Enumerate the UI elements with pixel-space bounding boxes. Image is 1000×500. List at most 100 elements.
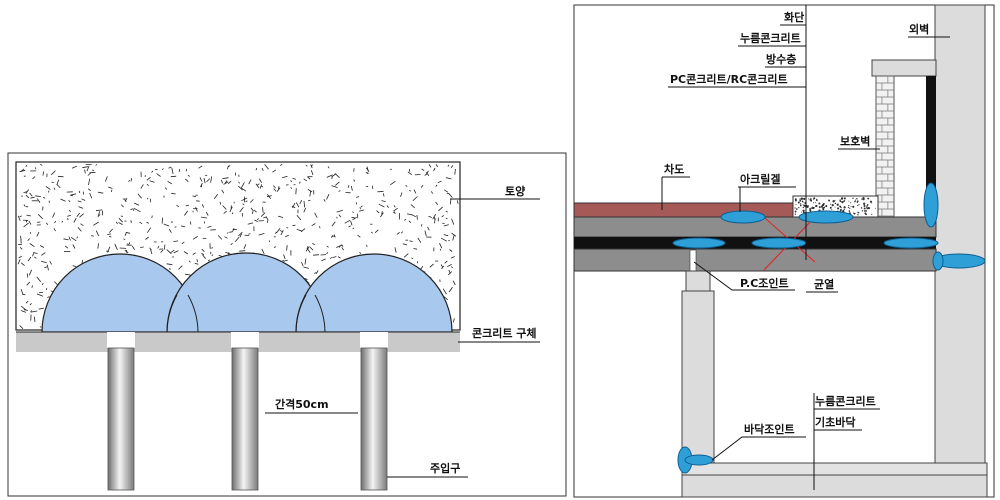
crack-label: 균열: [814, 278, 834, 291]
soil-speckle: [239, 250, 246, 252]
soil-speckle: [150, 248, 153, 255]
pc-joint-leader: [693, 261, 795, 291]
soil-speckle: [408, 220, 412, 223]
soil-speckle: [205, 174, 208, 176]
gravel-dot: [847, 206, 849, 209]
soil-speckle: [57, 175, 64, 178]
soil-speckle: [225, 252, 231, 255]
soil-speckle: [450, 165, 454, 168]
gravel-dot: [818, 202, 821, 205]
soil-speckle: [409, 189, 412, 192]
soil-speckle: [402, 243, 408, 246]
soil-speckle: [281, 175, 288, 179]
soil-speckle: [91, 235, 94, 237]
soil-speckle: [257, 183, 260, 186]
column-cap: [685, 270, 711, 292]
soil-speckle: [230, 242, 233, 246]
soil-speckle: [292, 202, 296, 208]
soil-speckle: [407, 171, 413, 176]
gravel-dot: [841, 199, 842, 200]
gravel-dot: [813, 202, 815, 204]
soil-speckle: [303, 178, 308, 182]
soil-speckle: [428, 215, 432, 218]
soil-speckle: [37, 214, 43, 220]
soil-speckle: [280, 230, 284, 236]
soil-speckle: [202, 254, 206, 259]
soil-speckle: [310, 164, 313, 169]
soil-speckle: [89, 192, 93, 199]
soil-speckle: [125, 198, 128, 201]
soil-speckle: [393, 211, 396, 213]
soil-speckle: [45, 186, 51, 190]
soil-speckle: [443, 224, 449, 227]
soil-speckle: [187, 174, 191, 177]
soil-speckle: [240, 182, 245, 189]
soil-speckle: [308, 199, 311, 202]
soil-speckle: [449, 249, 453, 252]
soil-speckle: [185, 178, 189, 182]
soil-speckle: [20, 262, 25, 266]
dome-overlap-line-1: [166, 294, 178, 333]
gravel-dot: [831, 203, 834, 207]
soil-speckle: [78, 190, 81, 194]
soil-speckle: [149, 247, 152, 251]
soil-speckle: [19, 215, 22, 218]
gravel-dot: [834, 199, 836, 201]
soil-speckle: [300, 228, 306, 233]
gravel-dot: [866, 205, 868, 207]
soil-speckle: [441, 215, 444, 218]
soil-speckle: [145, 236, 149, 240]
gravel-dot: [832, 200, 835, 203]
soil-speckle: [313, 254, 320, 256]
soil-speckle: [181, 241, 185, 244]
soil-speckle: [168, 228, 172, 233]
soil-speckle: [445, 177, 452, 180]
soil-speckle: [290, 187, 293, 189]
soil-speckle: [36, 198, 41, 203]
soil-speckle: [29, 231, 32, 234]
soil-speckle: [76, 236, 78, 239]
soil-speckle: [341, 244, 344, 247]
spacing-label: 간격50cm: [275, 397, 329, 411]
protection-wall: [875, 75, 895, 218]
gravel-dot: [794, 199, 797, 202]
soil-speckle: [79, 213, 84, 218]
soil-speckle: [424, 174, 427, 176]
soil-speckle: [52, 212, 56, 218]
soil-speckle: [238, 185, 243, 191]
gravel-dot: [839, 208, 842, 212]
soil-speckle: [33, 252, 38, 254]
soil-speckle: [357, 234, 361, 238]
soil-speckle: [454, 168, 456, 175]
gravel-dot: [866, 203, 869, 206]
soil-speckle: [25, 194, 30, 199]
soil-speckle: [19, 169, 26, 173]
soil-speckle: [97, 211, 101, 218]
soil-speckle: [248, 233, 251, 235]
soil-speckle: [250, 199, 254, 203]
soil-speckle: [315, 270, 319, 274]
soil-speckle: [247, 222, 254, 225]
soil-speckle: [198, 165, 203, 169]
soil-speckle: [72, 244, 76, 249]
soil-speckle: [359, 251, 362, 255]
soil-speckle: [27, 238, 30, 241]
soil-speckle: [452, 318, 455, 323]
soil-speckle: [95, 164, 98, 166]
soil-speckle: [400, 192, 403, 197]
soil-speckle: [84, 169, 86, 174]
soil-speckle: [40, 164, 43, 166]
soil-speckle: [341, 247, 344, 251]
gravel-dot: [867, 197, 870, 200]
soil-speckle: [157, 245, 160, 249]
soil-speckle: [410, 204, 415, 209]
soil-speckle: [42, 196, 46, 199]
soil-speckle: [56, 179, 60, 185]
soil-speckle: [444, 260, 448, 264]
soil-speckle: [456, 200, 459, 204]
soil-speckle: [448, 239, 450, 242]
soil-speckle: [192, 195, 197, 198]
gravel-dot: [852, 197, 854, 200]
soil-speckle: [30, 196, 35, 199]
soil-speckle: [348, 225, 351, 228]
